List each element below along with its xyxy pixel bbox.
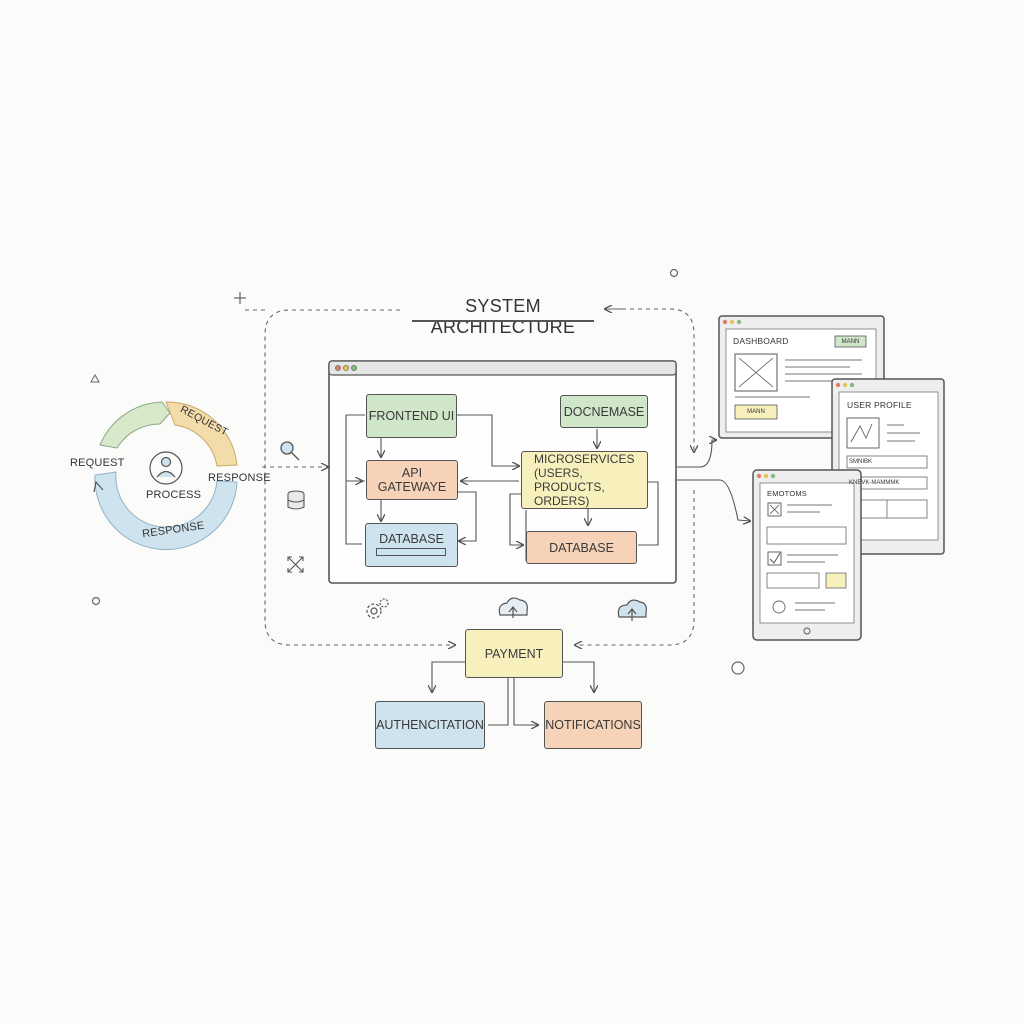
decor-triangle-icon	[90, 373, 100, 383]
cycle-label-process: PROCESS	[146, 489, 202, 501]
decor-circle-icon	[91, 596, 101, 606]
frontend-ui-node: FRONTEND UI	[366, 394, 457, 438]
notifications-node: NOTIFICATIONS	[544, 701, 642, 749]
diagram-title: SYSTEM ARCHITECTURE	[430, 296, 576, 337]
request-response-cycle	[93, 401, 238, 551]
database-icon	[287, 490, 305, 510]
cycle-label-response-right: RESPONSE	[208, 472, 271, 484]
emotions-title: EMOTOMS	[767, 489, 808, 498]
gear-icon	[366, 598, 389, 619]
cloud-upload-icon	[498, 597, 528, 618]
decor-circle-icon	[731, 661, 745, 675]
cycle-arc-blue	[94, 471, 238, 551]
database-right-node: DATABASE	[526, 531, 637, 564]
user-profile-field-1: SMNIBK	[849, 459, 873, 465]
payment-connectors	[432, 661, 594, 725]
user-profile-title: USER PROFILE	[847, 400, 912, 410]
dashboard-button: MANN	[747, 409, 765, 415]
decor-plus-icon	[234, 292, 246, 304]
cloud-upload-icon	[617, 599, 647, 621]
user-icon	[156, 456, 176, 478]
dashboard-title: DASHBOARD	[733, 336, 789, 346]
internal-connectors	[345, 414, 750, 561]
payment-node: PAYMENT	[465, 629, 563, 678]
authentication-node: AUTHENCITATION	[375, 701, 485, 749]
database-left-node: DATABASE	[365, 523, 458, 567]
database-left-label: DATABASE	[379, 532, 444, 546]
decor-circle-icon	[669, 268, 679, 278]
user-profile-field-2: KNEVK-MAMMMK	[849, 480, 900, 486]
microservices-node: MICROSERVICES (USERS, PRODUCTS, ORDERS)	[521, 451, 648, 509]
search-icon	[280, 441, 300, 461]
title-underline	[412, 320, 594, 322]
database-bar	[376, 548, 446, 556]
cycle-arc-green	[99, 401, 171, 449]
api-gateway-node: API GATEWAYE	[366, 460, 458, 500]
dashboard-badge: MANN	[841, 338, 860, 345]
cycle-label-request: REQUEST	[70, 457, 125, 469]
expand-icon	[287, 556, 304, 573]
process-circle	[149, 451, 183, 485]
outer-dashed-frame	[264, 309, 455, 645]
emotions-mockup	[752, 469, 862, 641]
cycle-arc-yellow	[165, 401, 238, 467]
docbase-node: DOCNEMASE	[560, 395, 648, 428]
